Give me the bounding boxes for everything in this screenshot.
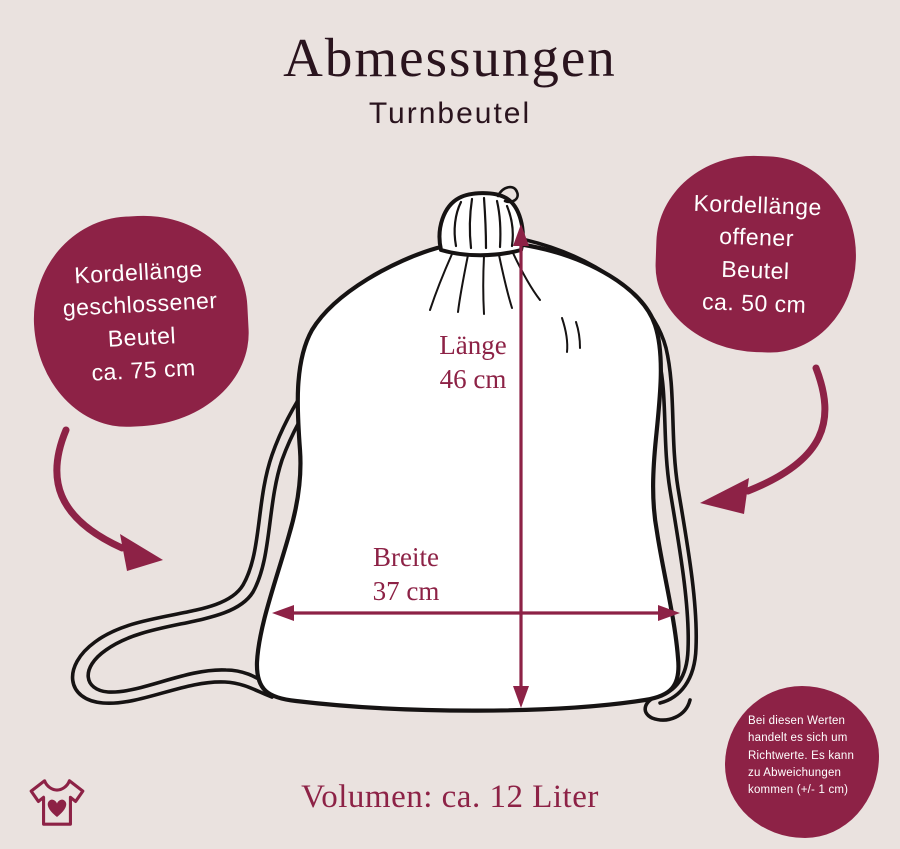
badge-line: geschlossener	[62, 287, 219, 322]
fabric-fold-lines	[429, 252, 581, 353]
tolerance-note-badge: Bei diesen Werten handelt es sich um Ric…	[725, 686, 879, 838]
note-line: zu Abweichungen	[748, 766, 842, 779]
badge-line: ca. 75 cm	[90, 353, 197, 386]
length-value: 46 cm	[439, 364, 507, 394]
bag-gathered-top	[437, 185, 525, 258]
open-cord-length-badge: Kordellänge offener Beutel ca. 50 cm	[652, 152, 860, 356]
width-value: 37 cm	[372, 576, 440, 606]
badge-line: Beutel	[720, 255, 790, 285]
left-curved-arrow	[53, 426, 163, 571]
note-line: handelt es sich um	[748, 732, 848, 745]
badge-line: Beutel	[107, 322, 177, 352]
tshirt-heart-logo-icon	[29, 779, 85, 826]
length-label: Länge	[439, 330, 507, 360]
note-line: Bei diesen Werten	[748, 715, 846, 727]
bag-body	[254, 239, 681, 713]
volume-text: Volumen: ca. 12 Liter	[301, 779, 599, 815]
badge-line: offener	[718, 223, 795, 252]
page-subtitle: Turnbeutel	[368, 97, 532, 130]
note-line: Richtwerte. Es kann	[748, 749, 855, 762]
width-dimension-arrow	[272, 605, 680, 621]
badge-line: Kordellänge	[693, 189, 823, 220]
right-curved-arrow	[700, 364, 829, 514]
badge-line: ca. 50 cm	[701, 287, 807, 318]
note-line: kommen (+/- 1 cm)	[748, 784, 849, 796]
width-label: Breite	[373, 542, 439, 572]
length-dimension-arrow	[513, 224, 529, 708]
page-title: Abmessungen	[283, 27, 617, 88]
